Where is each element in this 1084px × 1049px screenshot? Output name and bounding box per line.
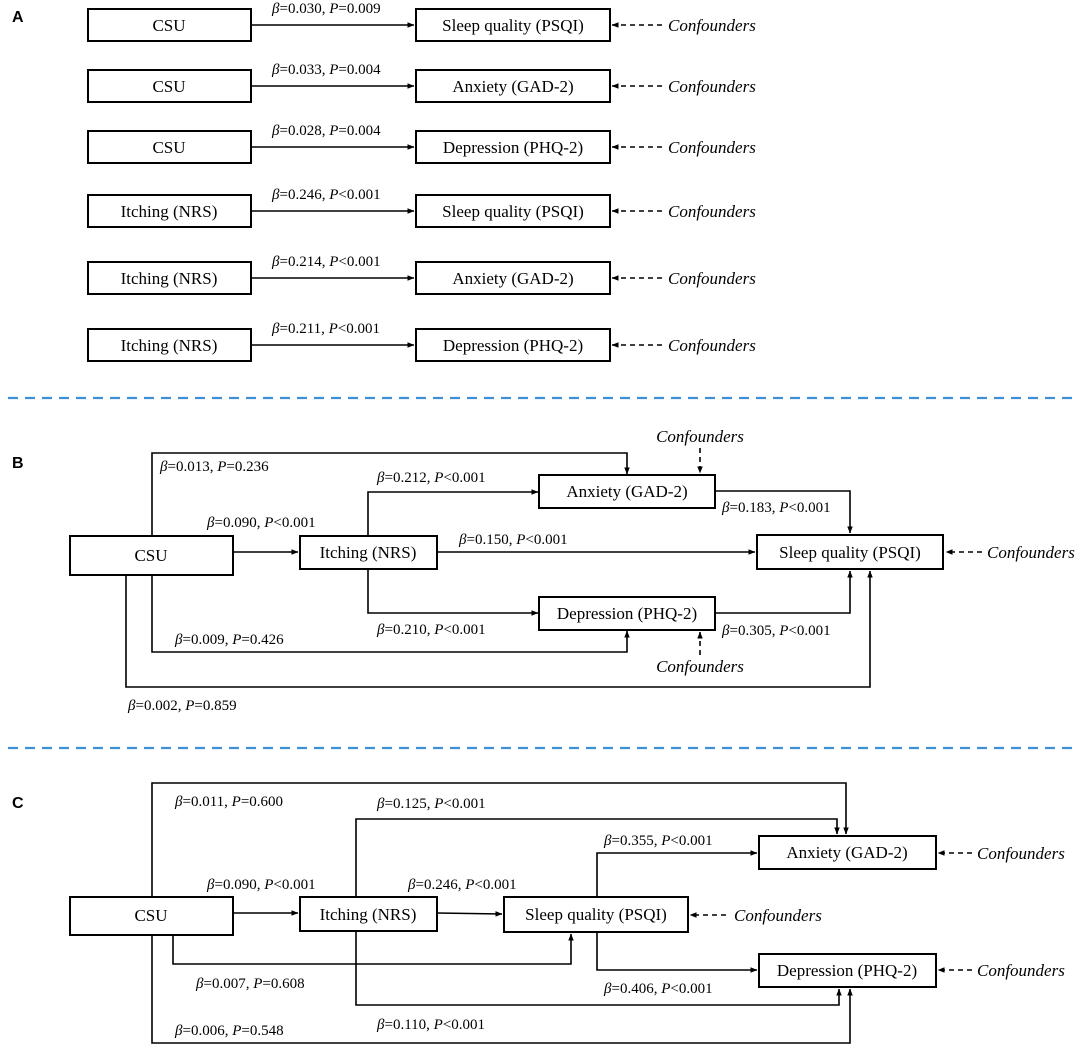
coef-label: β=0.214, P<0.001 [271,254,381,270]
coef-label: β=0.033, P=0.004 [271,62,381,78]
node-label: Anxiety (GAD-2) [452,269,573,288]
node-label: Sleep quality (PSQI) [442,202,584,221]
node-label: Anxiety (GAD-2) [786,843,907,862]
edge-csu-sleep [172,933,574,965]
coef-label: β=0.211, P<0.001 [271,321,380,337]
coef-label: β=0.002, P=0.859 [127,698,237,714]
node-label: Depression (PHQ-2) [777,961,917,980]
node-anxiety [758,835,937,870]
coef-label: β=0.125, P<0.001 [376,796,486,812]
edge-itching-depression [367,569,539,616]
edge-csu-depression [151,575,630,653]
node-label: Sleep quality (PSQI) [779,543,921,562]
coef-label: β=0.009, P=0.426 [174,632,284,648]
node-label: Sleep quality (PSQI) [525,905,667,924]
node-label: Anxiety (GAD-2) [452,77,573,96]
confounders-label: Confounders [668,336,756,355]
panel-c: CSU Itching (NRS) Sleep quality (PSQI) A… [69,782,1065,1044]
edge-itching-sleep [436,911,503,917]
node-depression [538,596,716,631]
confounders-label: Confounders [977,961,1065,980]
node-label: Itching (NRS) [121,336,218,355]
node-target [415,69,611,103]
node-target [415,130,611,164]
coef-label: β=0.090, P<0.001 [206,515,316,531]
node-csu [69,896,234,936]
panel-label-b: B [12,455,24,472]
coef-label: β=0.246, P<0.001 [407,877,517,893]
coef-label: β=0.006, P=0.548 [174,1023,284,1039]
coef-label: β=0.007, P=0.608 [195,976,305,992]
edge-sleep-depression [596,932,758,973]
edge-csu-sleep [125,570,873,688]
node-source [87,328,252,362]
node-label: CSU [134,906,167,925]
node-source [87,194,252,228]
coef-label: β=0.030, P=0.009 [271,1,381,17]
coef-label: β=0.212, P<0.001 [376,470,486,486]
confounders-label: Confounders [668,77,756,96]
node-label: Itching (NRS) [121,269,218,288]
node-label: CSU [152,77,185,96]
coef-label: β=0.090, P<0.001 [206,877,316,893]
node-label: Depression (PHQ-2) [443,138,583,157]
coef-label: β=0.406, P<0.001 [603,981,713,997]
edge-csu-anxiety [151,782,849,897]
node-source [87,69,252,103]
coef-label: β=0.011, P=0.600 [174,794,283,810]
node-target [415,328,611,362]
confounders-label: Confounders [668,138,756,157]
confounders-label: Confounders [987,543,1075,562]
edge-itching-anxiety [355,818,840,897]
coef-label: β=0.305, P<0.001 [721,623,831,639]
node-label: Itching (NRS) [320,543,417,562]
node-label: CSU [152,138,185,157]
coef-label: β=0.183, P<0.001 [721,500,831,516]
confounders-label: Confounders [668,202,756,221]
confounders-label: Confounders [668,16,756,35]
coef-label: β=0.013, P=0.236 [159,459,269,475]
coef-label: β=0.355, P<0.001 [603,833,713,849]
node-sleep [503,896,689,933]
panel-label-a: A [12,9,24,26]
panel-label-c: C [12,795,24,812]
edge-csu-depression [151,935,853,1044]
node-target [415,261,611,295]
node-label: Depression (PHQ-2) [557,604,697,623]
node-label: Anxiety (GAD-2) [566,482,687,501]
panel-b: CSU Itching (NRS) Anxiety (GAD-2) Depres… [69,427,1075,714]
confounders-label: Confounders [668,269,756,288]
node-label: CSU [152,16,185,35]
node-target [415,194,611,228]
node-label: Itching (NRS) [320,905,417,924]
edge-anxiety-sleep [715,490,853,534]
coef-label: β=0.028, P=0.004 [271,123,381,139]
confounders-label: Confounders [656,657,744,676]
node-label: CSU [134,546,167,565]
node-anxiety [538,474,716,509]
edge-itching-depression [355,931,842,1006]
coef-label: β=0.210, P<0.001 [376,622,486,638]
coef-label: β=0.150, P<0.001 [458,532,568,548]
edge-itching-anxiety [367,489,539,536]
confounders-label: Confounders [734,906,822,925]
node-label: Depression (PHQ-2) [443,336,583,355]
panel-a: CSU Sleep quality (PSQI) Confounders β=0.03… [87,1,756,362]
node-target [415,8,611,42]
node-label: Sleep quality (PSQI) [442,16,584,35]
node-depression [758,953,937,988]
coef-label: β=0.110, P<0.001 [376,1017,485,1033]
node-itching [299,896,438,932]
coef-label: β=0.246, P<0.001 [271,187,381,203]
edge-csu-anxiety [151,452,630,536]
node-sleep [756,534,944,570]
edge-depression-sleep [715,570,853,614]
confounders-label: Confounders [656,427,744,446]
confounders-label: Confounders [977,844,1065,863]
edge-sleep-anxiety [596,850,758,897]
node-label: Itching (NRS) [121,202,218,221]
node-source [87,261,252,295]
